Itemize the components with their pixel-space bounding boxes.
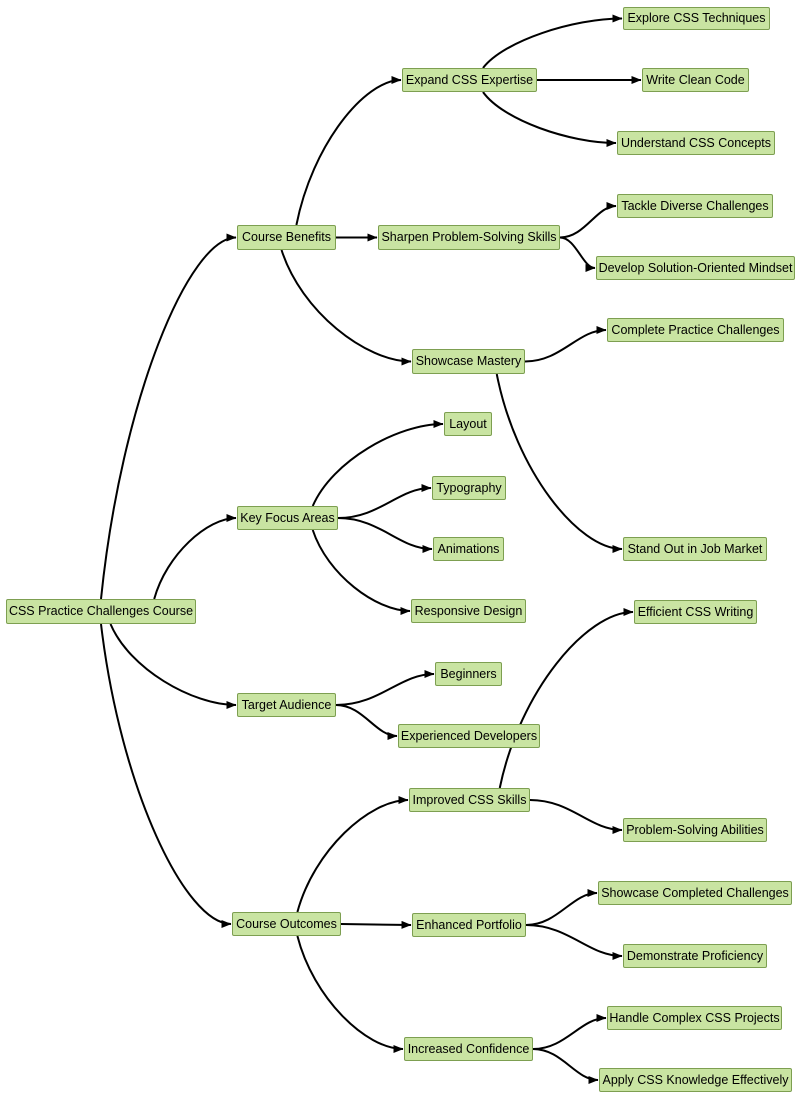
node-responsive: Responsive Design [411,599,526,623]
node-mindset: Develop Solution-Oriented Mindset [596,256,795,280]
node-improved: Improved CSS Skills [409,788,530,812]
edge-outcomes-to-improved [296,796,409,913]
edge-outcomes-to-portfolio [340,920,412,929]
edge-mastery-to-standout [495,373,623,553]
node-root: CSS Practice Challenges Course [6,599,196,624]
edge-sharpen-to-tackle [559,202,617,239]
node-problem: Problem-Solving Abilities [623,818,767,842]
node-standout: Stand Out in Job Market [623,537,767,561]
edge-focus-to-responsive [311,529,411,615]
node-animations: Animations [433,537,504,561]
edge-benefits-to-expand [295,76,402,226]
node-explore: Explore CSS Techniques [623,7,770,30]
node-experienced: Experienced Developers [398,724,540,748]
node-understand: Understand CSS Concepts [617,131,775,155]
edge-portfolio-to-showcased [525,889,598,926]
node-layout: Layout [444,412,492,436]
edge-expand-to-explore [482,14,623,69]
node-showcased: Showcase Completed Challenges [598,881,792,905]
edge-benefits-to-mastery [280,249,412,366]
edge-focus-to-layout [311,420,444,507]
node-focus: Key Focus Areas [237,506,338,530]
node-apply: Apply CSS Knowledge Effectively [599,1068,792,1092]
node-tackle: Tackle Diverse Challenges [617,194,773,218]
edge-outcomes-to-confidence [296,935,404,1053]
edge-focus-to-typography [337,484,432,519]
node-beginners: Beginners [435,662,502,686]
node-expand: Expand CSS Expertise [402,68,537,92]
edge-root-to-outcomes [100,623,232,928]
node-typography: Typography [432,476,506,500]
node-audience: Target Audience [237,693,336,717]
edge-sharpen-to-mindset [559,236,596,272]
edge-mastery-to-complete [524,326,607,363]
edge-root-to-benefits [100,233,237,600]
edge-confidence-to-handle [532,1014,607,1050]
edge-confidence-to-apply [532,1048,599,1084]
edge-portfolio-to-demonstrate [525,924,623,960]
node-clean: Write Clean Code [642,68,749,92]
edge-root-to-audience [109,623,237,709]
node-outcomes: Course Outcomes [232,912,341,936]
node-complete: Complete Practice Challenges [607,318,784,342]
node-sharpen: Sharpen Problem-Solving Skills [378,225,560,250]
edge-audience-to-experienced [335,704,398,740]
edge-focus-to-animations [337,517,433,553]
node-demonstrate: Demonstrate Proficiency [623,944,767,968]
node-portfolio: Enhanced Portfolio [412,913,526,937]
edge-audience-to-beginners [335,670,435,706]
node-mastery: Showcase Mastery [412,349,525,374]
node-confidence: Increased Confidence [404,1037,533,1061]
node-benefits: Course Benefits [237,225,336,250]
edge-improved-to-efficient [498,608,634,789]
node-efficient: Efficient CSS Writing [634,600,757,624]
node-handle: Handle Complex CSS Projects [607,1006,782,1030]
edge-expand-to-understand [482,91,617,147]
edge-root-to-focus [153,514,237,600]
edge-improved-to-problem [529,799,623,834]
